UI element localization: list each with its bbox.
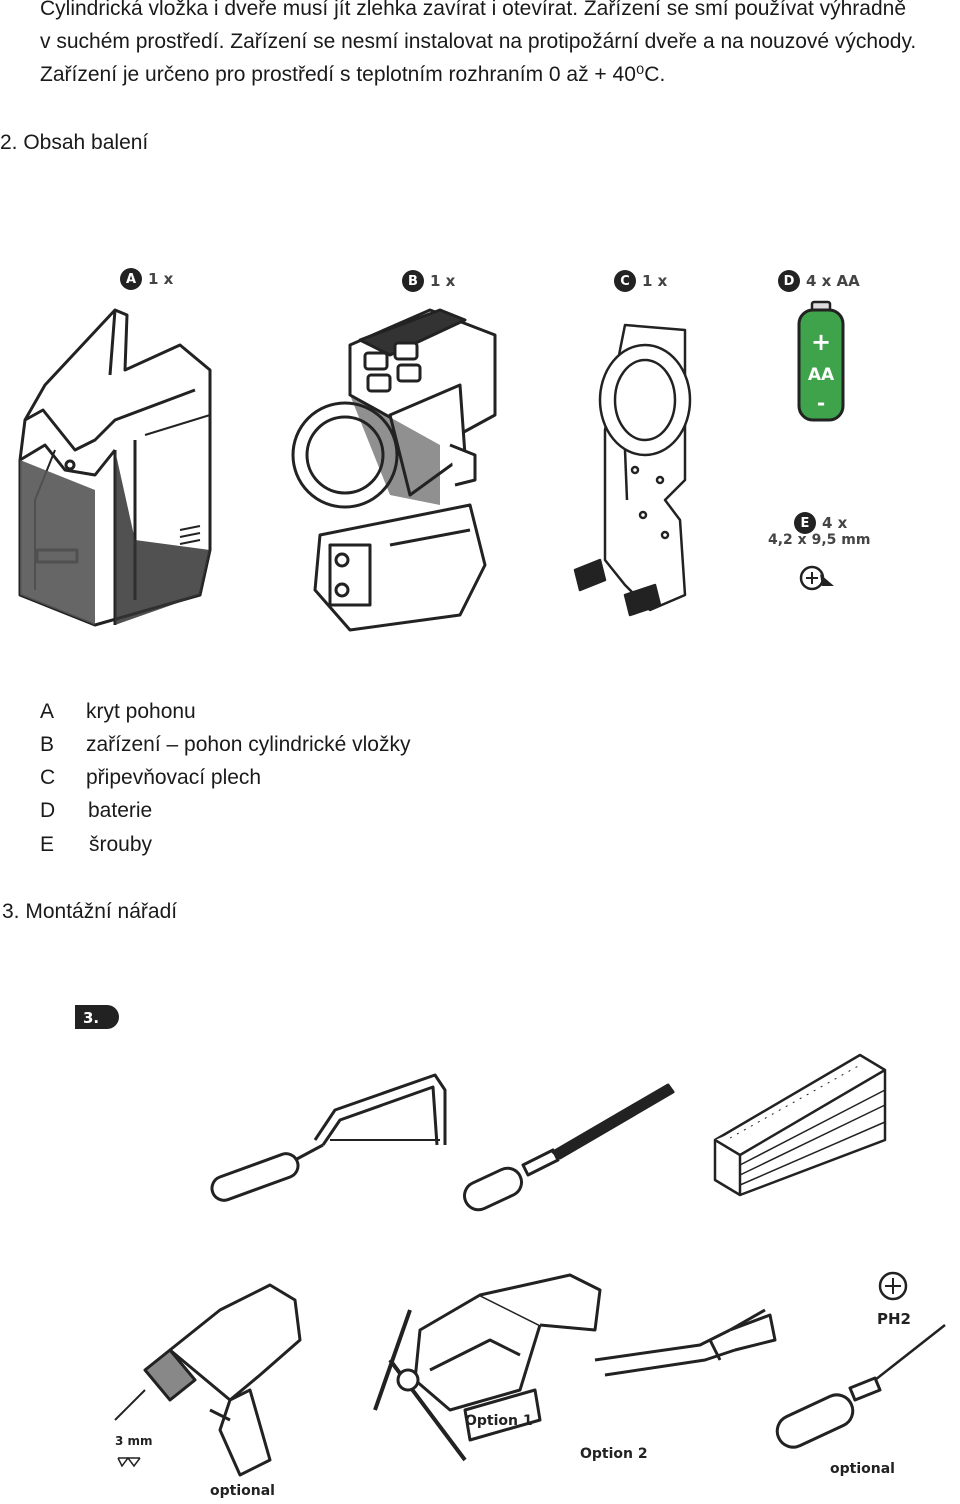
legend-letter-e: E [40,833,55,856]
badge-c-qty: 1 x [642,272,668,290]
drive-cover-illustration [18,308,212,627]
legend-text-d: baterie [88,799,153,822]
screwdriver-type-label: PH2 [877,1310,911,1328]
badge-d: D 4 x AA [778,270,860,292]
drill-optional-label: optional [210,1483,275,1499]
badge-d-qty: 4 x AA [806,272,860,290]
screw-illustration [799,565,834,591]
legend-text-c: připevňovací plech [86,766,262,789]
screwdriver-illustration: PH2 optional [775,1271,946,1477]
badge-d-letter: D [778,270,800,292]
badge-b: B 1 x [402,270,455,292]
legend-letter-b: B [40,733,55,756]
intro-line-1: Cylindrická vložka i dveře musí jít zleh… [40,0,907,20]
legend-letter-a: A [40,700,55,723]
badge-e-letter: E [794,512,816,534]
section-2-title: 2. Obsah balení [0,131,149,154]
badge-c: C 1 x [614,270,667,292]
pliers-illustration: Option 2 [580,1308,777,1462]
file-illustration [462,1083,675,1212]
badge-e: E 4 x [794,512,847,534]
badge-e-size: 4,2 x 9,5 mm [768,532,871,548]
badge-a-qty: 1 x [148,270,174,288]
badge-e-qty: 4 x [822,514,848,532]
drill-size-label: 3 mm [115,1434,153,1448]
battery-plus: + [811,328,831,356]
badge-b-qty: 1 x [430,272,456,290]
legend-text-a: kryt pohonu [86,700,196,723]
mounting-plate-illustration [573,323,692,617]
section-3-badge-text: 3. [83,1009,99,1027]
section-3-badge: 3. [75,1005,119,1029]
battery-illustration: + AA - [797,300,845,422]
device-illustration [291,308,497,632]
pliers-option-label: Option 2 [580,1446,648,1462]
battery-aa: AA [808,365,835,385]
badge-c-letter: C [614,270,636,292]
drill-illustration: 3 mm optional [114,1283,302,1499]
badge-a-letter: A [120,268,142,290]
battery-minus: - [817,391,825,415]
badge-b-letter: B [402,270,424,292]
screwdriver-optional-label: optional [830,1461,895,1477]
vice-option-label: Option 1 [465,1413,533,1429]
hacksaw-illustration [210,1073,447,1202]
folding-ruler-illustration [713,1053,887,1197]
legend-letter-c: C [40,766,56,789]
intro-line-2: v suchém prostředí. Zařízení se nesmí in… [40,30,917,53]
legend-letter-d: D [40,799,56,822]
section-3-title: 3. Montážní nářadí [2,900,178,923]
vice-illustration: Option 1 [373,1273,602,1462]
legend-text-e: šrouby [89,833,153,856]
badge-a: A 1 x [120,268,173,290]
legend-text-b: zařízení – pohon cylindrické vložky [86,733,411,756]
intro-line-3: Zařízení je určeno pro prostředí s teplo… [40,63,666,86]
